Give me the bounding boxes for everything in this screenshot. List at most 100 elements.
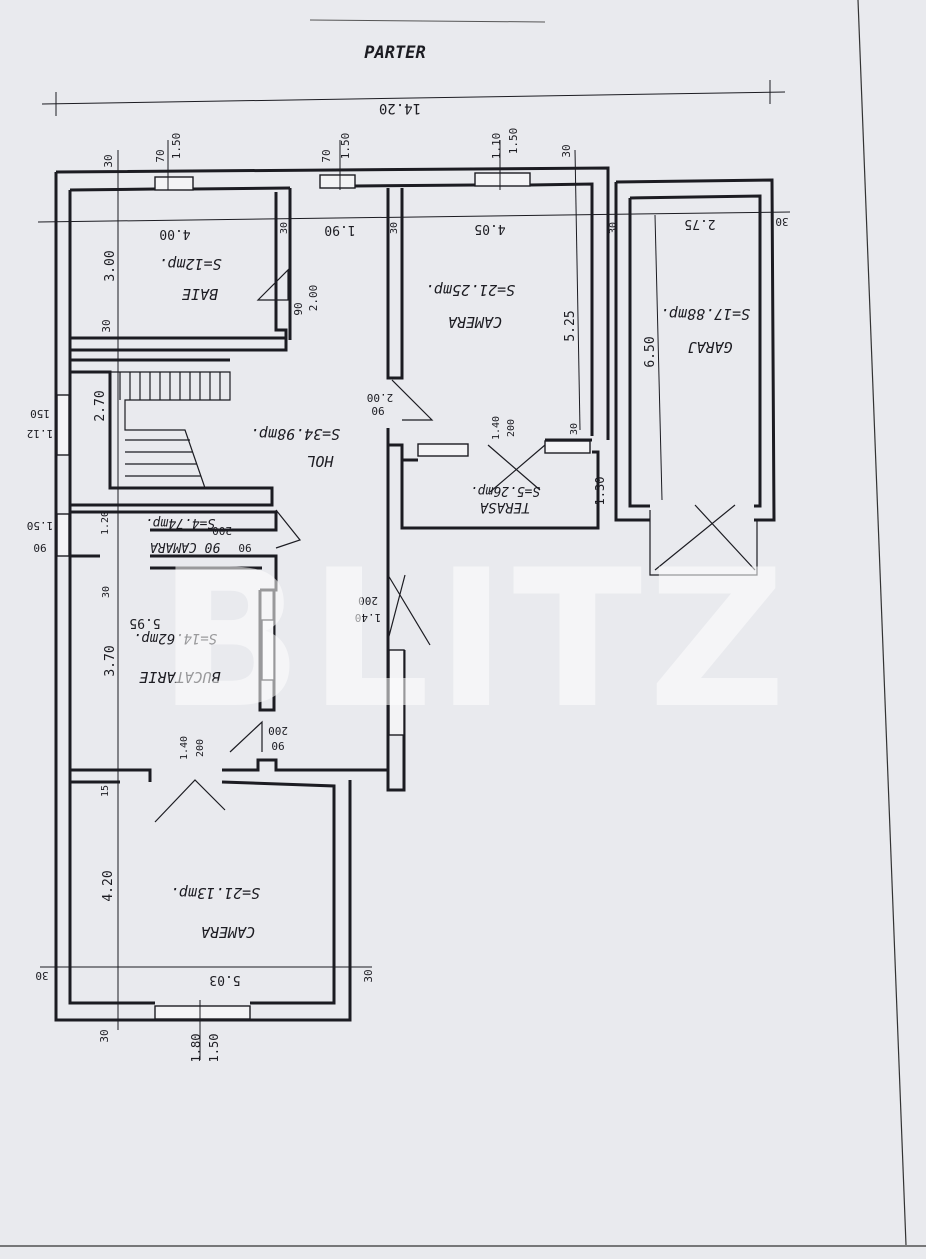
lbl-90-cam-door: 90 [371,404,384,417]
lbl-30-top-right: 30 [560,144,573,157]
lbl-30-buc-top: 30 [101,586,112,598]
lbl-150-baie: 1.50 [170,133,183,160]
lbl-120-camara: 1.20 [100,511,111,535]
room-garaj-name: GARAJ [687,338,732,356]
window-baie [154,176,194,191]
lbl-30-bottom: 30 [98,1029,111,1042]
watermark-logo: BLITZ [158,529,792,750]
lbl-30-gar-wall: 30 [608,222,619,234]
dim-terasa-h: 1.30 [593,477,607,506]
door-garaj [649,504,758,576]
lbl-30-terasa: 30 [569,423,580,435]
door-bucatarie [229,720,263,753]
lbl-140-terasa: 1.40 [491,416,502,440]
door-camera [391,379,434,421]
dim-cam2-h: 4.20 [101,870,116,901]
window-camera [474,172,531,187]
door-baie [256,268,289,301]
lbl-30-cam2-right: 30 [362,969,375,982]
room-bucatarie-name: BUCATARIE [139,668,220,686]
window-bucatarie [261,619,275,681]
room-baie-name: BAIE [182,285,218,303]
dimension-lines [37,140,791,1060]
lbl-110-camera: 1.10 [490,133,503,160]
lbl-200-cam-door: 2.00 [367,391,394,404]
lbl-140-cam2-door: 1.40 [179,736,190,760]
room-baie-area: S=12mp. [158,255,221,273]
door-camara [275,509,302,549]
lbl-200-baie-door: 2.00 [307,285,320,312]
lbl-150-bottom: 1.50 [207,1034,221,1063]
lbl-30-right: 30 [775,215,788,228]
dim-overall: 14.20 [379,100,421,116]
dim-hol-w: 1.90 [324,222,355,237]
lbl-200-entry: 200 [358,594,378,607]
room-hol-area: S=34.98mp. [250,425,340,443]
dim-gar-w: 2.75 [684,216,715,231]
room-terasa-name: TERASA [480,499,531,515]
lbl-70-baie: 70 [154,149,167,162]
lbl-30-baie-bottom: 30 [100,319,113,332]
dim-buc-w: 5.95 [129,615,160,630]
room-camera1-name: CAMERA [448,313,502,331]
windows [56,172,591,1020]
dim-gar-h: 6.50 [643,336,658,367]
lbl-30-cam2-left: 30 [35,969,48,982]
overall-dimension: 14.20 [41,80,786,116]
room-camera1-area: S=21.25mp. [425,281,515,299]
lbl-180-bottom: 1.80 [189,1034,203,1063]
door-camera2 [154,779,226,823]
dim-baie-w: 4.00 [159,226,190,241]
lbl-150-camara-win: 1.50 [27,519,54,532]
doors [154,268,758,823]
lbl-150-hol: 1.50 [339,133,352,160]
lbl-90-camara-door: 90 [238,541,251,554]
dimension-texts: 4.00 3.00 1.90 4.05 5.25 2.75 6.50 2.70 … [93,216,716,987]
dim-stair: 2.70 [93,390,108,421]
window-camara [56,513,70,557]
sheet-border-line [857,0,907,1246]
title-rule [309,19,546,23]
lbl-30-top-left: 30 [102,154,115,167]
lbl-30-hol-wall: 30 [389,222,400,234]
room-bucatarie-area: S=14.62mp. [133,630,217,646]
dim-baie-h: 3.00 [103,250,118,281]
lbl-150-stair-win: 150 [30,407,50,420]
lbl-15-cam2: 15 [100,785,111,797]
window-hol-side [388,649,405,736]
lbl-112-stair-win: 1.12 [27,427,54,440]
room-camera2-area: S=21.13mp. [170,884,260,902]
window-terasa-right [544,440,591,454]
staircase [110,371,231,489]
room-labels: BAIE S=12mp. CAMERA S=21.25mp. GARAJ S=1… [133,255,750,941]
lbl-200-buc-door: 200 [268,724,288,737]
room-camara-area: S=4.74mp. [145,515,215,530]
dim-cam2-w: 5.03 [209,972,240,987]
window-stair [56,394,70,456]
plan-title: PARTER [364,43,425,63]
door-hol-entry [387,574,431,646]
lbl-90-buc-door: 90 [271,739,284,752]
lbl-200-camara-door: 200 [212,524,232,537]
room-terasa-area: S=5.26mp. [470,483,540,498]
lbl-140-entry: 1.40 [355,611,382,624]
lbl-90-camara-win: 90 [33,541,46,554]
dim-cam1-h: 5.25 [563,310,578,341]
room-hol-name: HOL [306,452,334,470]
lbl-200-cam2-door: 200 [195,739,206,757]
walls [54,166,776,1022]
window-camera2 [154,1005,251,1020]
lbl-150-camera: 1.50 [507,128,520,155]
room-garaj-area: S=17.88mp. [660,305,750,323]
lbl-90-baie-door: 90 [292,302,305,315]
lbl-30-baie-wall: 30 [279,222,290,234]
small-labels: 30 70 1.50 70 1.50 1.10 1.50 30 30 30 30… [27,128,789,1063]
room-camara-name: 90 CAMARA [150,539,220,554]
lbl-200-terasa: 200 [506,419,517,437]
room-camera2-name: CAMERA [201,923,255,941]
window-hol [319,174,356,189]
door-terasa [487,444,546,493]
window-terasa-left [417,443,469,457]
dim-cam1-w: 4.05 [474,221,505,236]
